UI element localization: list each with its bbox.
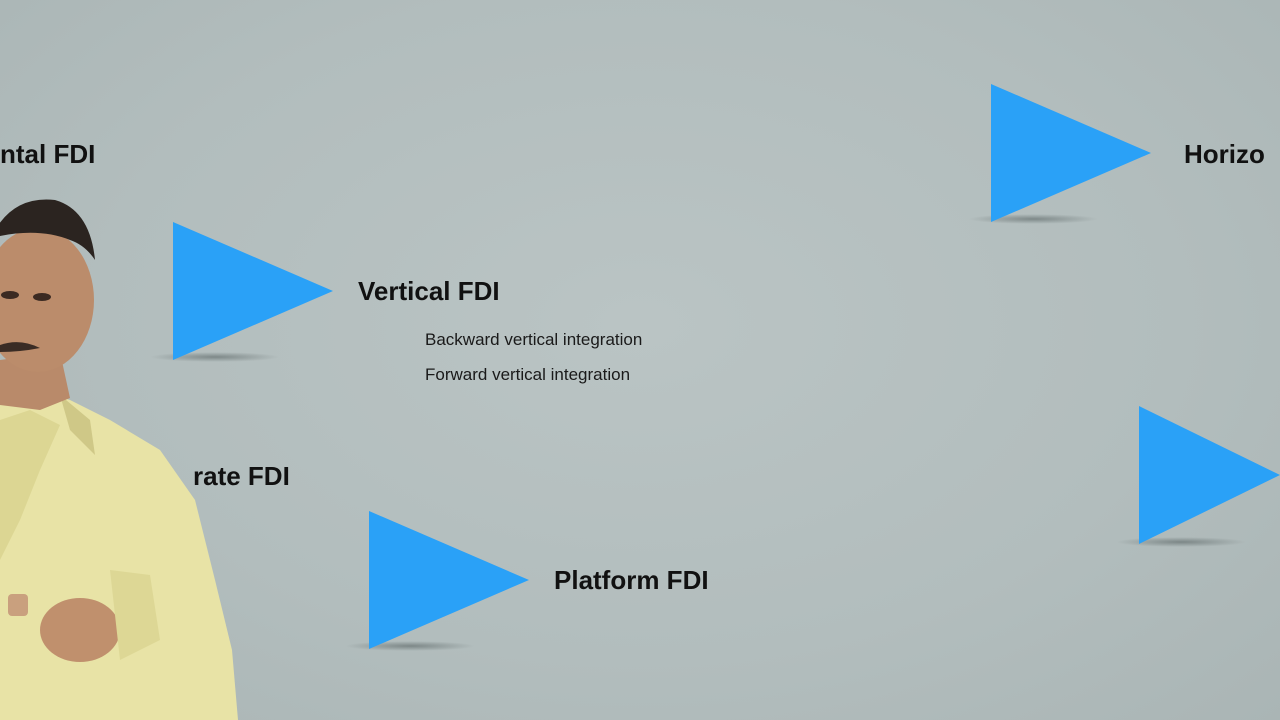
play-triangle-icon (173, 222, 333, 360)
play-triangle-icon (369, 511, 529, 649)
label-vertical-fdi: Vertical FDI (358, 276, 500, 306)
play-triangle-icon (991, 84, 1151, 222)
presenter-image (0, 199, 238, 720)
sub-forward-vertical: Forward vertical integration (425, 365, 631, 384)
label-platform-fdi: Platform FDI (554, 565, 709, 595)
label-horizontal-fdi-right: Horizo (1184, 139, 1265, 169)
label-horizontal-fdi-left: ntal FDI (0, 139, 96, 169)
sub-backward-vertical: Backward vertical integration (425, 330, 643, 349)
play-triangle-icon (1139, 406, 1280, 544)
label-conglomerate-fdi: rate FDI (193, 461, 290, 491)
